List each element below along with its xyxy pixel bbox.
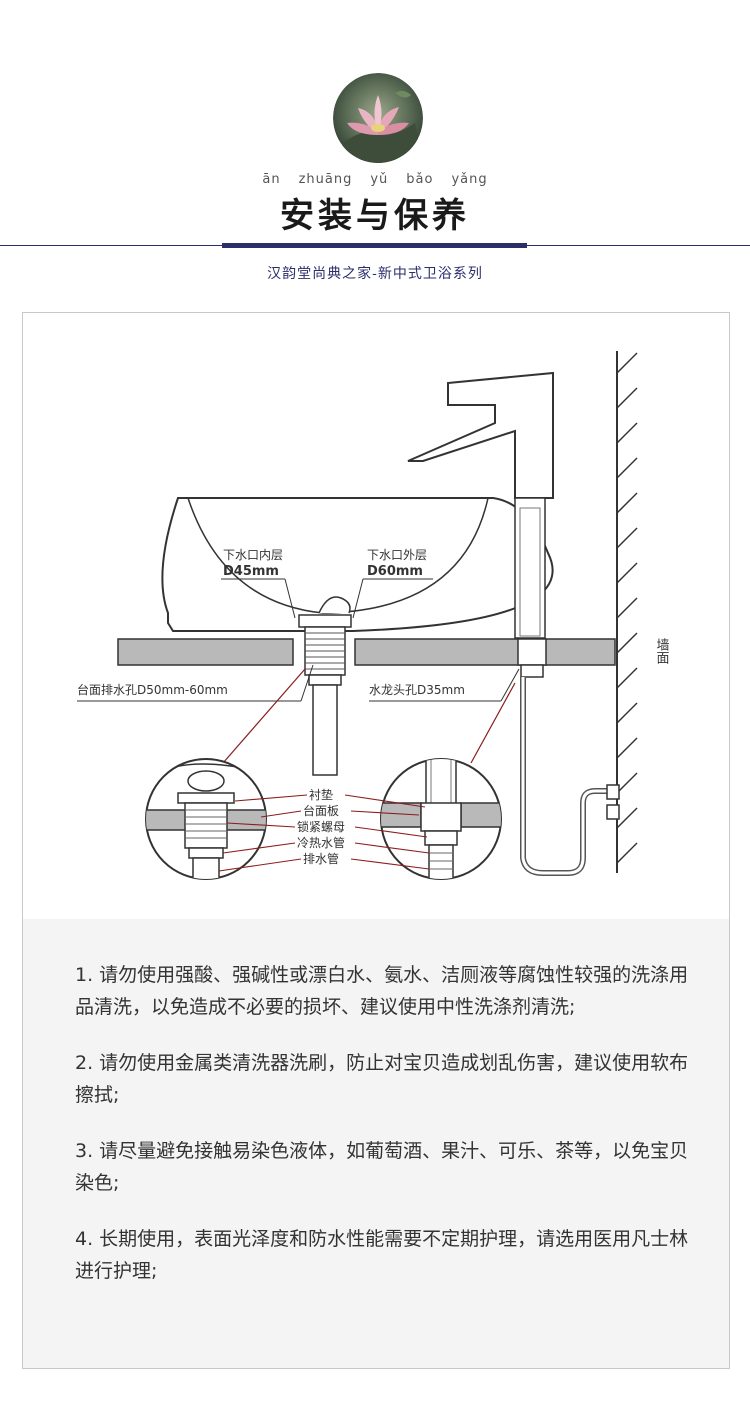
faucet-hole-label: 水龙头孔D35mm [369, 683, 465, 697]
countertop-left [117, 638, 294, 666]
callout-drain-pipe: 排水管 [303, 851, 339, 866]
callout-gasket: 衬垫 [309, 787, 333, 802]
counter-hole-label: 台面排水孔D50mm-60mm [77, 682, 228, 697]
faucet-outline [407, 371, 554, 499]
callout-countertop: 台面板 [303, 803, 339, 818]
care-note-4: 4. 长期使用，表面光泽度和防水性能需要不定期护理，请选用医用凡士林进行护理; [75, 1228, 689, 1282]
detail-circle-drain [145, 758, 267, 880]
callout-water-pipe: 冷热水管 [297, 835, 345, 850]
pinyin-syllable: zhuāng [298, 172, 353, 187]
pinyin-syllable: ān [262, 172, 281, 187]
title-pinyin: ān zhuāng yǔ bǎo yǎng [0, 172, 750, 187]
drain-inner-size: D45mm [223, 564, 279, 579]
installation-diagram: 墙面 [23, 313, 729, 919]
page-subtitle: 汉韵堂尚典之家-新中式卫浴系列 [267, 266, 483, 282]
care-note-3: 3. 请尽量避免接触易染色液体，如葡萄酒、果汁、可乐、茶等，以免宝贝染色; [75, 1140, 689, 1194]
care-notes: 1. 请勿使用强酸、强碱性或漂白水、氨水、洁厕液等腐蚀性较强的洗涤用品清洗，以免… [23, 919, 729, 1368]
drain-inner-label: 下水口内层 [223, 548, 283, 562]
wall-label: 墙面 [654, 638, 670, 664]
wall-hatching [616, 351, 638, 873]
countertop-right [354, 638, 616, 666]
page-header: ān zhuāng yǔ bǎo yǎng 安装与保养 汉韵堂尚典之家-新中式卫浴系列 [0, 0, 750, 300]
callout-lock-nut: 锁紧螺母 [297, 819, 345, 834]
detail-circle-faucet [380, 758, 502, 880]
care-note-2: 2. 请勿使用金属类清洗器洗刷，防止对宝贝造成划乱伤害，建议使用软布擦拭; [75, 1052, 689, 1106]
content-panel: 墙面 [22, 312, 730, 1369]
header-divider-accent [222, 243, 527, 248]
pinyin-syllable: bǎo [406, 172, 434, 187]
page-title: 安装与保养 [280, 196, 470, 236]
drain-outer-size: D60mm [367, 564, 423, 579]
pinyin-syllable: yǔ [370, 172, 389, 187]
lotus-emblem-icon [333, 73, 423, 163]
care-note-1: 1. 请勿使用强酸、强碱性或漂白水、氨水、洁厕液等腐蚀性较强的洗涤用品清洗，以免… [75, 964, 689, 1018]
pinyin-syllable: yǎng [451, 172, 488, 187]
drain-outer-label: 下水口外层 [367, 548, 427, 562]
